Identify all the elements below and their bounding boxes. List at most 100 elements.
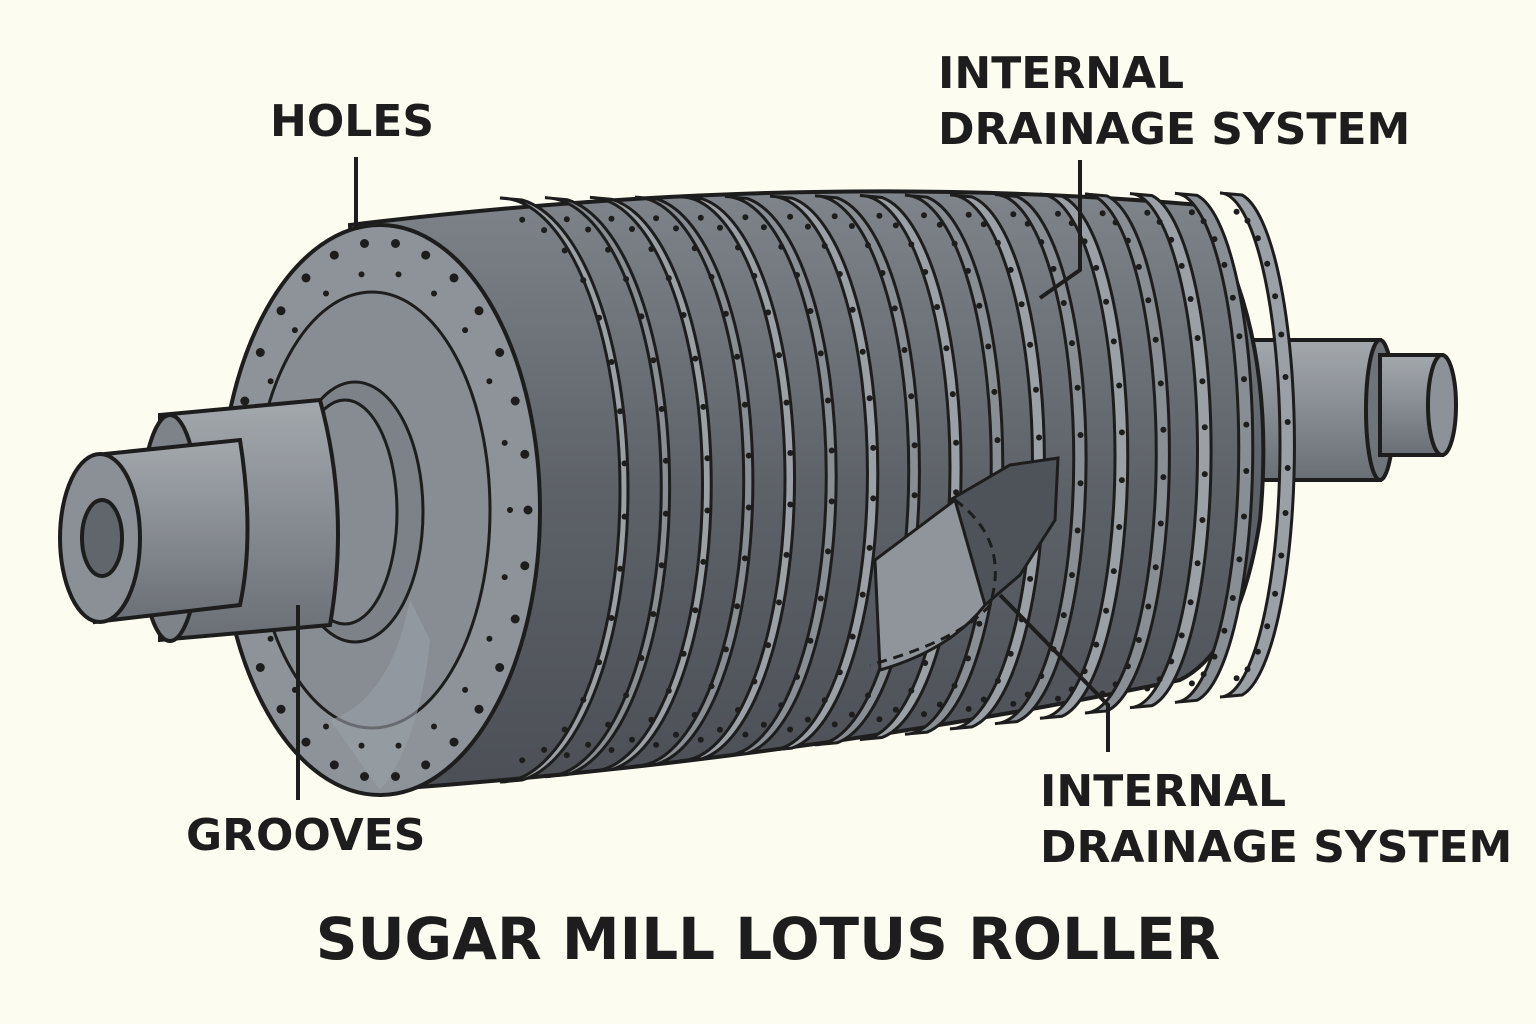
disc-hole <box>1060 300 1067 306</box>
disc-hole <box>519 216 526 223</box>
roller-disc <box>769 194 880 752</box>
disc-hole <box>865 692 871 699</box>
end-face-hole <box>267 635 274 642</box>
disc-hole <box>704 507 711 514</box>
drainage-bottom-line-1: INTERNAL <box>1040 766 1287 817</box>
disc-hole <box>734 603 741 610</box>
disc-hole <box>870 444 877 451</box>
disc-hole <box>943 345 950 352</box>
end-face-hole <box>449 737 459 747</box>
disc-hole <box>1264 623 1271 630</box>
end-face-hole <box>323 290 329 297</box>
disc-hole <box>1187 599 1194 606</box>
disc-hole <box>621 460 628 467</box>
disc-hole <box>994 437 1001 444</box>
end-face-hole <box>329 760 339 770</box>
end-face-hole <box>510 614 520 624</box>
grooves-label-text: GROOVES <box>186 810 426 861</box>
disc-hole <box>848 711 855 718</box>
end-face-hole <box>301 273 311 283</box>
disc-hole <box>648 246 655 252</box>
disc-hole <box>817 595 824 602</box>
disc-hole <box>1081 238 1088 245</box>
disc-hole <box>1018 301 1025 308</box>
disc-hole <box>794 272 800 278</box>
disc-hole <box>901 347 908 353</box>
disc-hole <box>922 660 929 666</box>
disc-hole <box>776 352 782 359</box>
disc-hole <box>1200 671 1207 678</box>
disc-hole <box>1194 335 1201 341</box>
disc-hole <box>629 226 635 232</box>
disc-hole <box>994 677 1001 684</box>
end-face-hole <box>520 449 530 459</box>
holes-label-text: HOLES <box>270 96 435 147</box>
drainage-top-line-2: DRAINAGE SYSTEM <box>938 104 1411 155</box>
roller-disc <box>1174 191 1255 704</box>
disc-hole <box>708 683 715 690</box>
disc-hole <box>911 442 918 449</box>
disc-hole <box>1144 209 1151 216</box>
disc-hole <box>1201 471 1208 478</box>
disc-hole <box>691 245 698 252</box>
disc-hole <box>1110 338 1117 345</box>
disc-hole <box>1010 211 1017 218</box>
end-face-hole <box>301 737 311 747</box>
disc-hole <box>735 244 741 251</box>
drainage-top-leader <box>1038 160 1082 300</box>
end-face-hole <box>449 273 459 283</box>
grooves-label: GROOVES <box>186 808 425 864</box>
end-face-hole <box>486 378 493 385</box>
disc-hole <box>980 696 987 703</box>
disc-hole <box>949 391 956 398</box>
disc-hole <box>623 276 630 283</box>
disc-hole <box>680 650 687 657</box>
disc-hole <box>836 669 843 676</box>
disc-hole <box>953 439 960 446</box>
disc-hole <box>580 696 587 703</box>
disc-hole <box>1036 434 1042 441</box>
disc-hole <box>848 223 855 229</box>
roller-disc <box>1084 192 1171 715</box>
disc-hole <box>1050 265 1057 272</box>
end-face-hole <box>267 378 274 385</box>
disc-hole <box>1194 560 1201 567</box>
disc-hole <box>1077 480 1084 487</box>
end-face-hole <box>501 439 508 446</box>
disc-hole <box>951 240 958 247</box>
left-shaft <box>58 397 340 643</box>
disc-hole <box>870 495 877 502</box>
disc-hole <box>1116 382 1123 389</box>
disc-hole <box>879 270 886 276</box>
disc-hole <box>1068 220 1075 227</box>
disc-hole <box>1156 218 1163 225</box>
disc-hole <box>787 450 794 456</box>
disc-hole <box>1178 262 1185 269</box>
disc-hole <box>1024 220 1031 227</box>
end-face-hole <box>360 239 369 248</box>
disc-hole <box>1229 294 1236 301</box>
disc-hole <box>697 214 704 221</box>
end-face-hole <box>255 663 265 672</box>
disc-hole <box>1118 477 1125 484</box>
disc-hole <box>1211 653 1218 660</box>
disc-hole <box>1200 218 1207 225</box>
disc-hole <box>665 687 672 694</box>
disc-hole <box>658 562 665 569</box>
disc-hole <box>825 548 831 555</box>
disc-hole <box>722 310 729 317</box>
disc-hole <box>921 711 927 718</box>
disc-hole <box>891 305 898 312</box>
disc-hole <box>1007 266 1014 273</box>
disc-hole <box>1033 386 1039 393</box>
disc-hole <box>629 736 635 743</box>
disc-hole <box>617 565 624 572</box>
disc-hole <box>1152 336 1159 343</box>
disc-hole <box>650 357 657 364</box>
roller-disc <box>544 196 672 779</box>
disc-hole <box>1244 666 1251 673</box>
disc-hole <box>876 212 883 219</box>
roller-disc <box>949 193 1046 731</box>
end-face-hole <box>391 772 400 781</box>
disc-hole <box>621 513 628 520</box>
